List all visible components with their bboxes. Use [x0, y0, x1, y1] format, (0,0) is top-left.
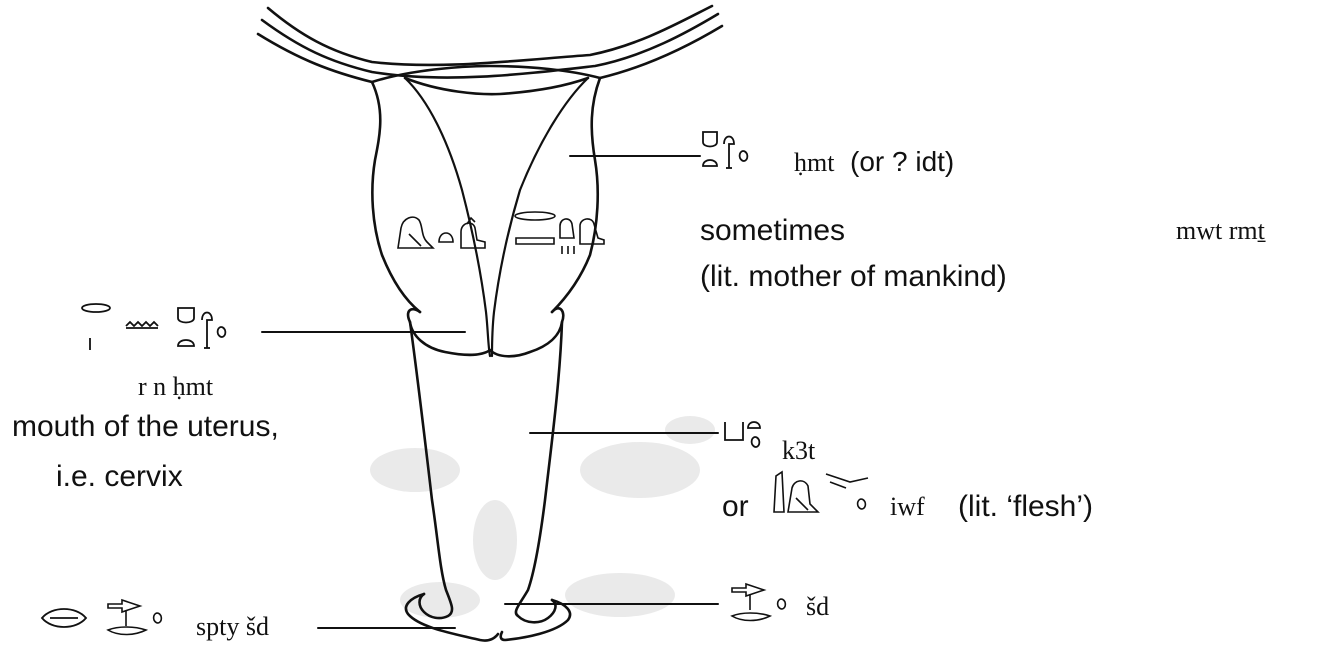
lips-hieroglyph-icon [38, 604, 90, 632]
cervix-description-line1: mouth of the uterus, [12, 412, 279, 442]
sometimes-label: sometimes [700, 216, 845, 246]
k3t-translit: k3t [782, 438, 815, 464]
labia-right [501, 600, 570, 640]
sd-hieroglyph-icon-right [726, 580, 798, 628]
mouth-of-uterus-hieroglyph-icon [78, 302, 262, 354]
spty-sd-translit: spty šd [196, 614, 269, 640]
mwt-rmt-translit: mwt rmṯ [1176, 218, 1265, 244]
sd-hieroglyph-icon-left [102, 596, 174, 640]
iwf-translit: iwf [890, 494, 925, 520]
uterus-alt-name: (or ? idt) [850, 148, 954, 176]
cervix-description-line2: i.e. cervix [56, 462, 183, 492]
uterus-left-wall [372, 82, 420, 312]
mankind-gloss: (lit. mother of mankind) [700, 262, 1007, 292]
iwf-flesh-hieroglyph-icon [770, 468, 882, 518]
mankind-hieroglyph-icon [510, 210, 610, 254]
uterine-cavity-top [405, 78, 588, 94]
or-label: or [722, 492, 749, 522]
k3t-hieroglyph-icon [722, 414, 766, 452]
cervix-translit: r n ḥmt [138, 374, 213, 400]
fallopian-tubes [258, 6, 722, 82]
vagina-right-wall [516, 322, 562, 622]
uterus-hieroglyph-icon [700, 128, 752, 172]
uterus-translit: ḥmt [794, 150, 834, 176]
flesh-gloss: (lit. ‘flesh’) [958, 492, 1093, 522]
vulture-mother-hieroglyph-icon [395, 208, 487, 252]
sd-translit: šd [806, 594, 829, 620]
